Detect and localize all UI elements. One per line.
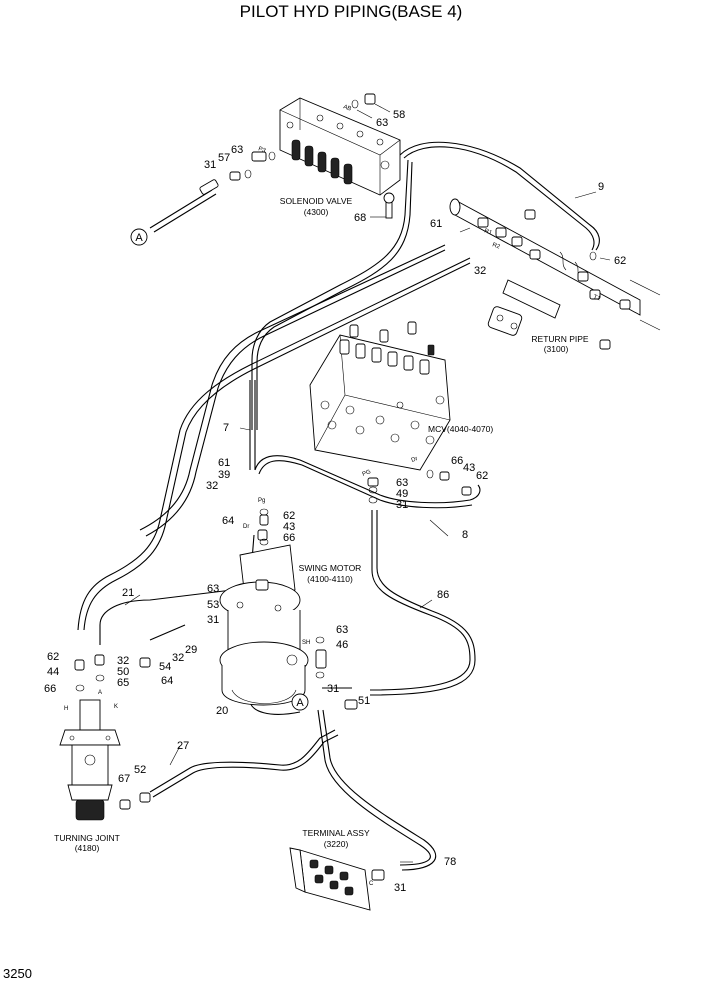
callout: 65 (117, 677, 129, 689)
callout: 66 (44, 683, 56, 695)
callout: 58 (393, 109, 405, 121)
return-pipe-assembly (449, 198, 661, 350)
port-label: Dr (411, 456, 419, 464)
port-label: Dr (243, 524, 249, 530)
port-label: AB (342, 104, 352, 112)
part-callouts: 58 63 63 57 31 68 9 61 32 62 7 61 39 32 … (44, 109, 626, 894)
callout: 29 (185, 644, 197, 656)
solenoid-valve-label: SOLENOID VALVE (280, 196, 353, 206)
connector-label: A (296, 697, 304, 709)
callout: 8 (462, 529, 468, 541)
port-label: C (369, 881, 374, 887)
callout: 68 (354, 212, 366, 224)
swing-motor-code: (4100-4110) (307, 574, 353, 584)
callout: 44 (47, 666, 59, 678)
callout: 62 (47, 651, 59, 663)
hose-lines (77, 141, 600, 871)
callout: 62 (614, 255, 626, 267)
port-label: Pg (258, 498, 265, 504)
callout: 32 (474, 265, 486, 277)
connector-a-bottom: A (291, 693, 309, 711)
callout: 31 (396, 499, 408, 511)
callout: 32 (172, 652, 184, 664)
turning-joint-assembly (59, 654, 151, 821)
port-labels: AB P3 R1 R2 T1 PG Dr Pg Dr SH A K H C (64, 104, 602, 887)
callout: 54 (159, 661, 171, 673)
port-label: T1 (592, 294, 601, 302)
connector-label: A (135, 232, 143, 244)
callout: 86 (437, 589, 449, 601)
callout: 66 (451, 455, 463, 467)
port-label: R2 (491, 242, 501, 250)
callout: 31 (207, 614, 219, 626)
callout: 62 (476, 470, 488, 482)
callout: 27 (177, 740, 189, 752)
callout: 62 (283, 510, 295, 522)
callout: 67 (118, 773, 130, 785)
callout: 43 (463, 462, 475, 474)
turning-joint-code: (4180) (75, 843, 100, 853)
mcv-label: MCV(4040-4070) (428, 424, 493, 434)
terminal-assy (289, 847, 385, 911)
callout: 61 (218, 457, 230, 469)
callout: 43 (283, 521, 295, 533)
port-label: P3 (257, 146, 267, 154)
connector-a-left: A (130, 228, 148, 246)
port-label: A (98, 690, 102, 696)
mcv-valve-block (309, 321, 472, 504)
callout: 31 (327, 683, 339, 695)
callout: 21 (122, 587, 134, 599)
callout: 61 (430, 218, 442, 230)
swing-motor-label: SWING MOTOR (299, 563, 362, 573)
callout: 78 (444, 856, 456, 868)
callout: 31 (394, 882, 406, 894)
terminal-assy-label: TERMINAL ASSY (302, 828, 370, 838)
port-label: PG (362, 469, 373, 478)
callout: 32 (206, 480, 218, 492)
leader-lines (124, 103, 611, 863)
port-label: H (64, 706, 68, 712)
callout: 7 (223, 422, 229, 434)
callout: 50 (117, 666, 129, 678)
callout: 39 (218, 469, 230, 481)
terminal-assy-code: (3220) (324, 839, 349, 849)
return-pipe-code: (3100) (544, 344, 569, 354)
swing-motor-assembly (219, 508, 358, 710)
page-number: 3250 (3, 966, 32, 981)
page-title: PILOT HYD PIPING(BASE 4) (240, 2, 463, 21)
turning-joint-label: TURNING JOINT (54, 833, 120, 843)
callout: 53 (207, 599, 219, 611)
callout: 49 (396, 488, 408, 500)
callout: 63 (207, 583, 219, 595)
callout: 52 (134, 764, 146, 776)
callout: 32 (117, 655, 129, 667)
return-pipe-label: RETURN PIPE (531, 334, 588, 344)
callout: 63 (396, 477, 408, 489)
callout: 63 (336, 624, 348, 636)
port-label: SH (302, 640, 310, 646)
callout: 63 (231, 144, 243, 156)
solenoid-valve-code: (4300) (304, 207, 329, 217)
callout: 46 (336, 639, 348, 651)
callout: 9 (598, 181, 604, 193)
port-label: R1 (483, 228, 493, 236)
callout: 64 (161, 675, 173, 687)
port-label: K (114, 704, 118, 710)
callout: 57 (218, 152, 230, 164)
callout: 66 (283, 532, 295, 544)
callout: 20 (216, 705, 228, 717)
callout: 31 (204, 159, 216, 171)
callout: 51 (358, 695, 370, 707)
solenoid-valve-assembly (199, 93, 401, 219)
callout: 64 (222, 515, 234, 527)
callout: 63 (376, 117, 388, 129)
